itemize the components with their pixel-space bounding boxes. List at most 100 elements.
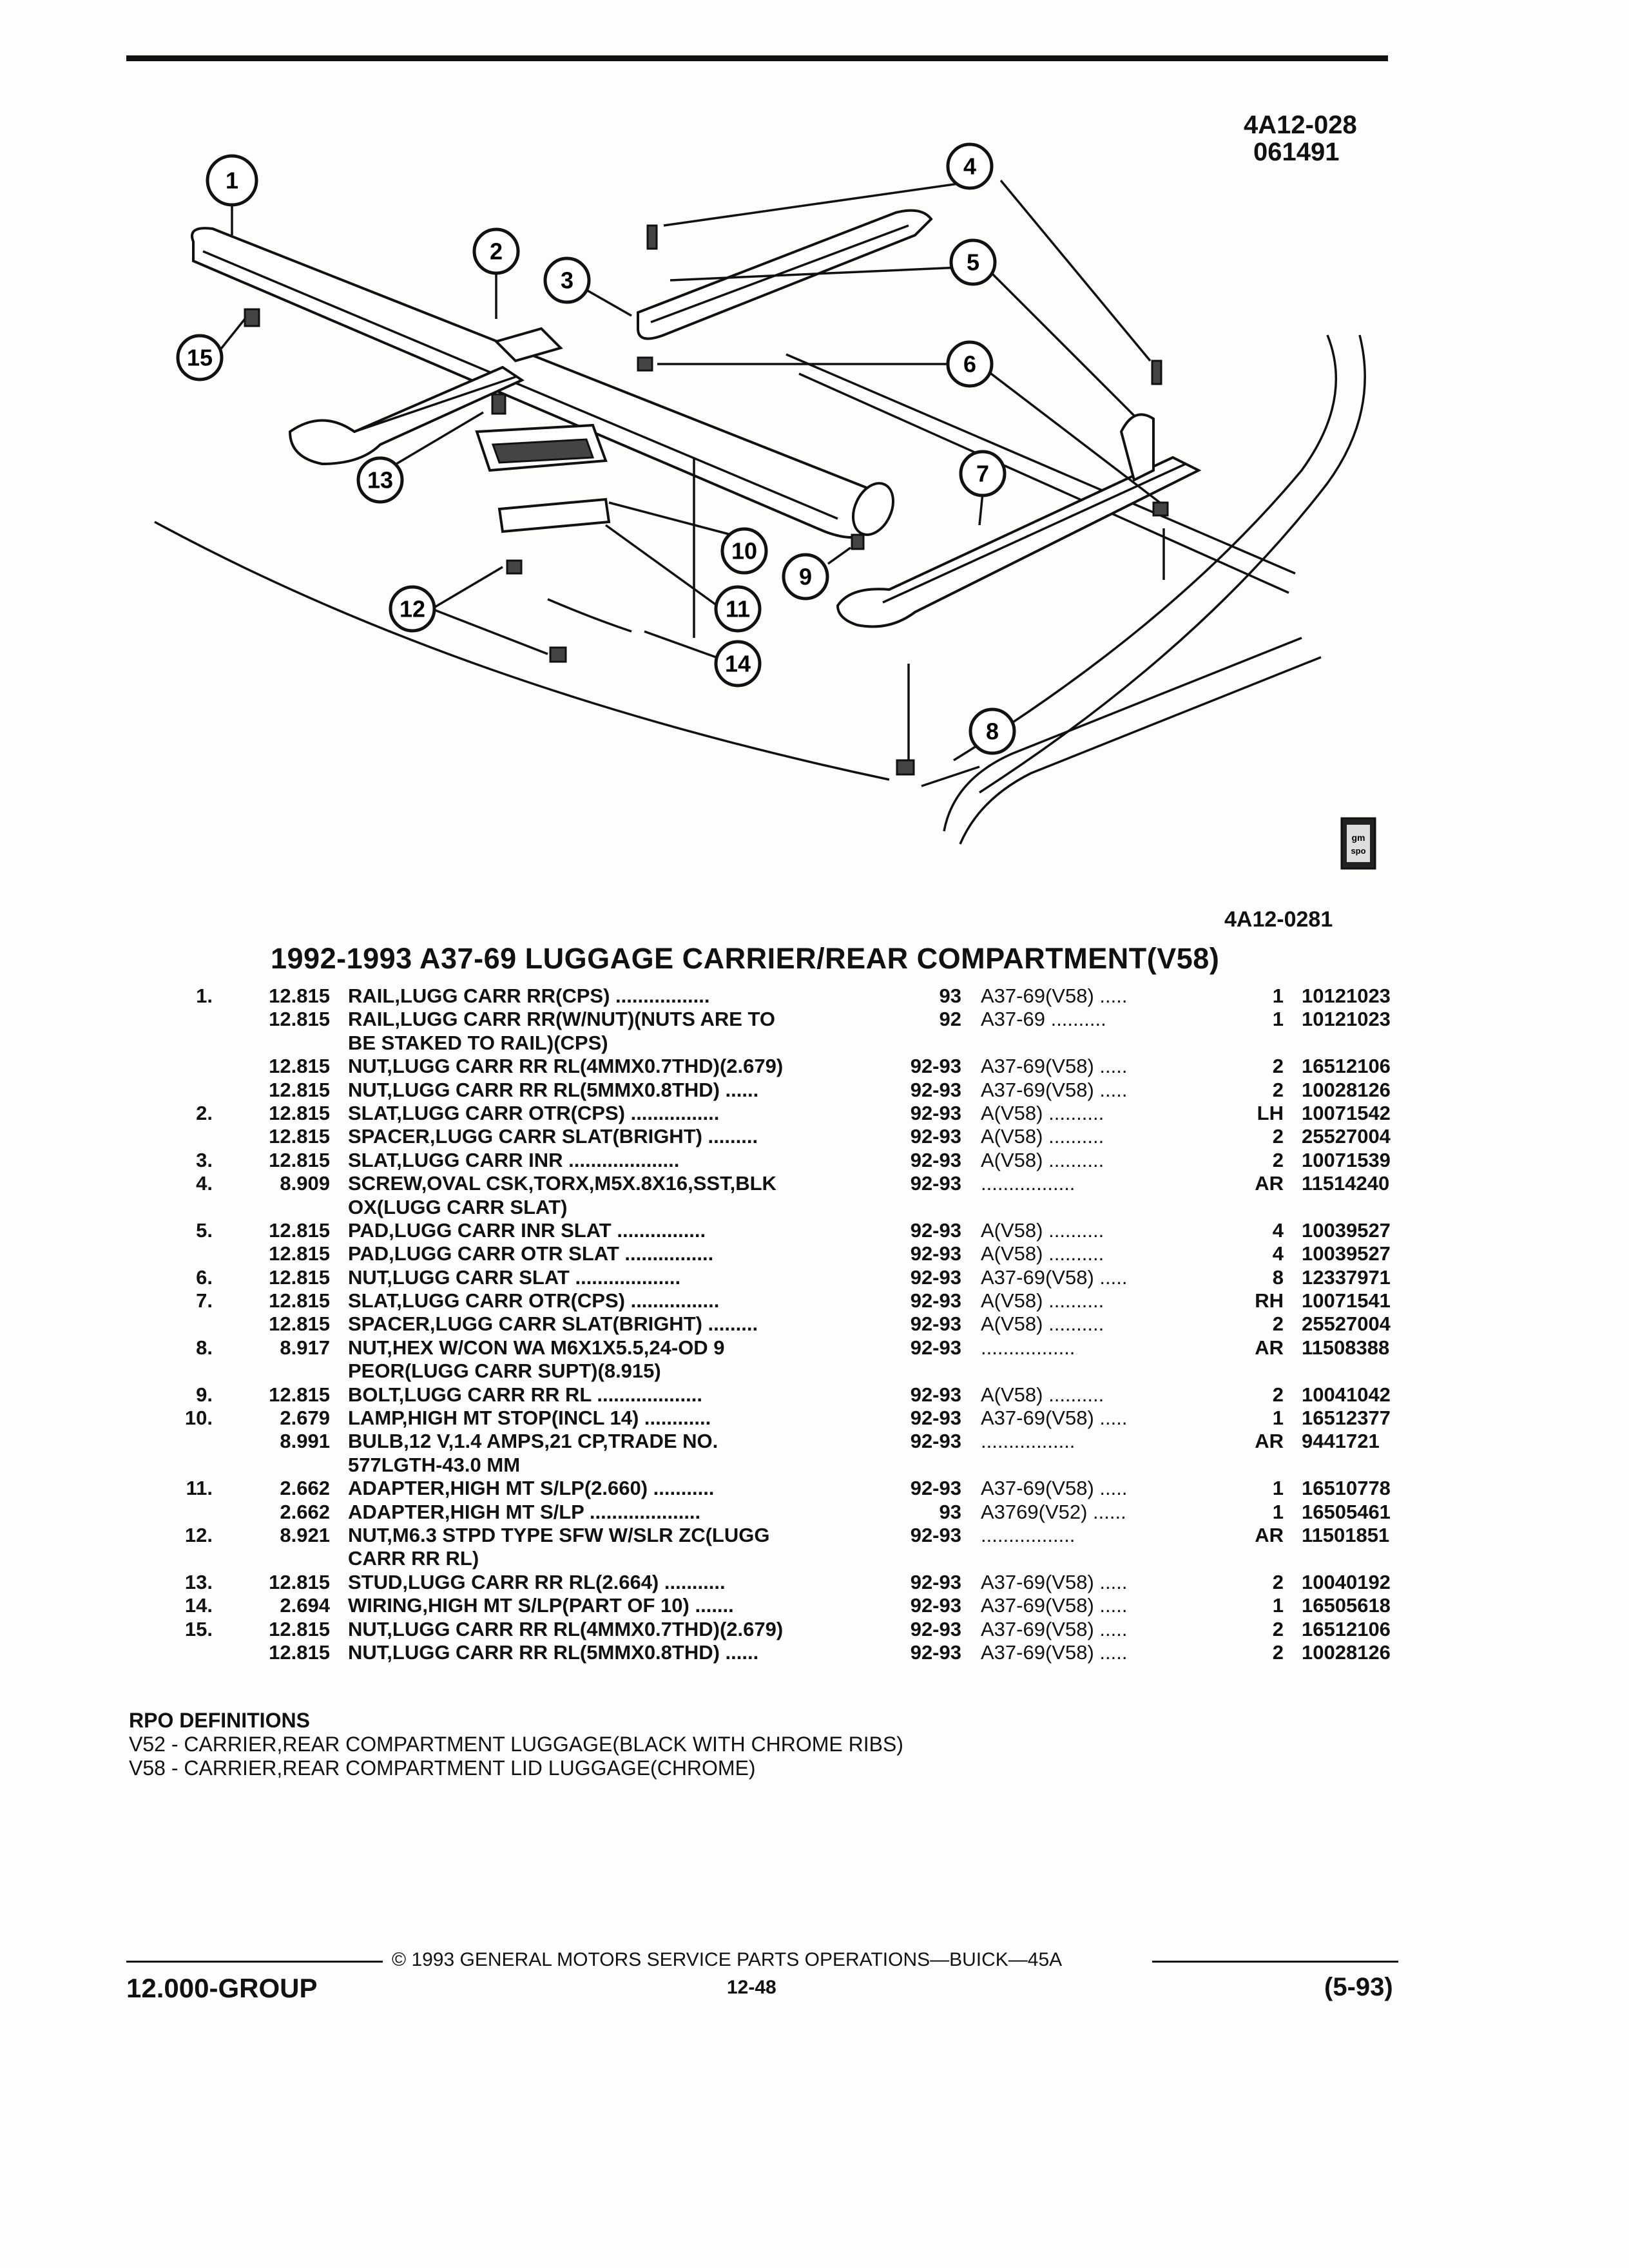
callout-7: 7 — [959, 450, 1007, 497]
part-ref: 1. — [196, 985, 213, 1007]
part-qty: 2 — [1272, 1148, 1284, 1171]
part-description: BE STAKED TO RAIL)(CPS) — [348, 1032, 608, 1055]
svg-text:5: 5 — [967, 249, 979, 276]
part-ref: 11. — [186, 1477, 213, 1500]
part-group: 12.815 — [269, 1265, 330, 1289]
part-description: WIRING,HIGH MT S/LP(PART OF 10) ....... — [348, 1594, 734, 1617]
rpo-line-v52: V52 - CARRIER,REAR COMPARTMENT LUGGAGE(B… — [129, 1733, 903, 1756]
part-model-years: 92-93 — [910, 1594, 961, 1617]
part-number: 10121023 — [1302, 1008, 1391, 1031]
footer-page-number: 12-48 — [727, 1977, 776, 1998]
part-group: 12.815 — [269, 1218, 330, 1242]
part-qty: 1 — [1272, 1407, 1284, 1430]
part-qty: 2 — [1272, 1125, 1284, 1148]
part-group: 8.921 — [280, 1523, 330, 1546]
gm-spo-logo-icon: gm spo — [1340, 817, 1376, 870]
exploded-diagram: 1 2 3 4 5 6 7 8 9 10 11 12 13 14 15 gm s… — [154, 142, 1376, 870]
part-description: PEOR(LUGG CARR SUPT)(8.915) — [348, 1360, 661, 1383]
part-series: ................. — [981, 1523, 1075, 1546]
part-model-years: 92-93 — [910, 1430, 961, 1453]
part-row: 577LGTH-43.0 MM — [129, 1454, 1405, 1477]
fasteners — [244, 224, 1169, 776]
part-description: NUT,LUGG CARR RR RL(5MMX0.8THD) ...... — [348, 1079, 758, 1102]
part-series: A(V58) .......... — [981, 1125, 1104, 1148]
figure-code: 4A12-0281 — [1224, 907, 1333, 932]
part-number: 10071539 — [1302, 1148, 1391, 1171]
part-model-years: 93 — [939, 1500, 961, 1523]
part-qty: 8 — [1272, 1265, 1284, 1289]
part-group: 2.662 — [280, 1477, 330, 1500]
part-description-text: ,OVAL CSK,TORX,M5X.8X16,SST,BLK — [421, 1172, 776, 1195]
part-description: OX(LUGG CARR SLAT) — [348, 1196, 567, 1219]
part-description: LAMP,HIGH MT STOP(INCL 14) ............ — [348, 1407, 711, 1430]
part-group: 12.815 — [269, 1078, 330, 1101]
part-model-years: 92-93 — [910, 1125, 961, 1148]
part-description: RAIL,LUGG CARR RR(CPS) ................. — [348, 985, 709, 1008]
part-group: 2.694 — [280, 1594, 330, 1617]
part-group: 8.991 — [280, 1430, 330, 1453]
svg-text:gm: gm — [1352, 832, 1365, 843]
part-ref: 6. — [196, 1265, 213, 1289]
part-qty: LH — [1257, 1101, 1284, 1124]
part-number: 9441721 — [1302, 1430, 1380, 1453]
part-description-text: PEOR(LUGG CARR SUPT)(8.915) — [348, 1360, 661, 1383]
part-description-text: ,HEX W/CON WA M6X1X5.5,24-OD 9 — [387, 1336, 725, 1359]
part-number: 10040192 — [1302, 1570, 1391, 1593]
svg-text:7: 7 — [976, 461, 989, 487]
part-description: SLAT,LUGG CARR INR .................... — [348, 1149, 679, 1172]
part-series: A37-69(V58) ..... — [981, 985, 1128, 1007]
part-description-text: ,LUGG CARR RR RL(5MMX0.8THD) ...... — [387, 1640, 759, 1664]
part-name: NUT — [348, 1640, 387, 1664]
part-row: CARR RR RL) — [129, 1547, 1405, 1570]
part-qty: 1 — [1272, 1500, 1284, 1523]
callout-12: 12 — [389, 585, 436, 633]
part-description: NUT,LUGG CARR RR RL(4MMX0.7THD)(2.679) — [348, 1055, 783, 1078]
part-row: BE STAKED TO RAIL)(CPS) — [129, 1032, 1405, 1055]
part-description-text: ,LUGG CARR OTR(CPS) ................ — [396, 1101, 720, 1124]
rpo-definitions: RPO DEFINITIONS V52 - CARRIER,REAR COMPA… — [129, 1709, 903, 1780]
part-series: A37-69(V58) ..... — [981, 1640, 1128, 1664]
part-description: SPACER,LUGG CARR SLAT(BRIGHT) ......... — [348, 1125, 758, 1148]
part-group: 8.917 — [280, 1336, 330, 1359]
part-series: ................. — [981, 1172, 1075, 1195]
part-description: PAD,LUGG CARR OTR SLAT ................ — [348, 1242, 713, 1265]
part-series: A37-69(V58) ..... — [981, 1594, 1128, 1617]
part-number: 16512106 — [1302, 1617, 1391, 1640]
callout-14: 14 — [714, 640, 762, 687]
part-number: 11501851 — [1302, 1523, 1390, 1546]
part-group: 12.815 — [269, 1383, 330, 1406]
callout-15: 15 — [176, 334, 224, 381]
part-name: ADAPTER — [348, 1500, 445, 1523]
callout-4: 4 — [946, 142, 994, 190]
part-description: NUT,M6.3 STPD TYPE SFW W/SLR ZC(LUGG — [348, 1524, 769, 1547]
part-description: 577LGTH-43.0 MM — [348, 1454, 520, 1477]
part-series: A37-69(V58) ..... — [981, 1055, 1128, 1078]
part-description: SLAT,LUGG CARR OTR(CPS) ................ — [348, 1102, 719, 1125]
part-name: SPACER — [348, 1125, 430, 1148]
part-number: 12337971 — [1302, 1265, 1391, 1289]
part-number: 16505461 — [1302, 1500, 1391, 1523]
part-series: A37-69(V58) ..... — [981, 1477, 1128, 1500]
part-number: 10071541 — [1302, 1289, 1391, 1312]
svg-text:15: 15 — [187, 345, 213, 371]
part-ref: 2. — [196, 1101, 213, 1124]
part-series: A(V58) .......... — [981, 1242, 1104, 1265]
part-description: ADAPTER,HIGH MT S/LP(2.660) ........... — [348, 1477, 714, 1500]
part-row: PEOR(LUGG CARR SUPT)(8.915) — [129, 1360, 1405, 1383]
part-series: A(V58) .......... — [981, 1101, 1104, 1124]
callout-8: 8 — [969, 707, 1016, 755]
part-model-years: 92-93 — [910, 1383, 961, 1406]
part-description-text: 577LGTH-43.0 MM — [348, 1453, 521, 1476]
part-description-text: ,LUGG CARR SLAT(BRIGHT) ......... — [429, 1312, 758, 1336]
